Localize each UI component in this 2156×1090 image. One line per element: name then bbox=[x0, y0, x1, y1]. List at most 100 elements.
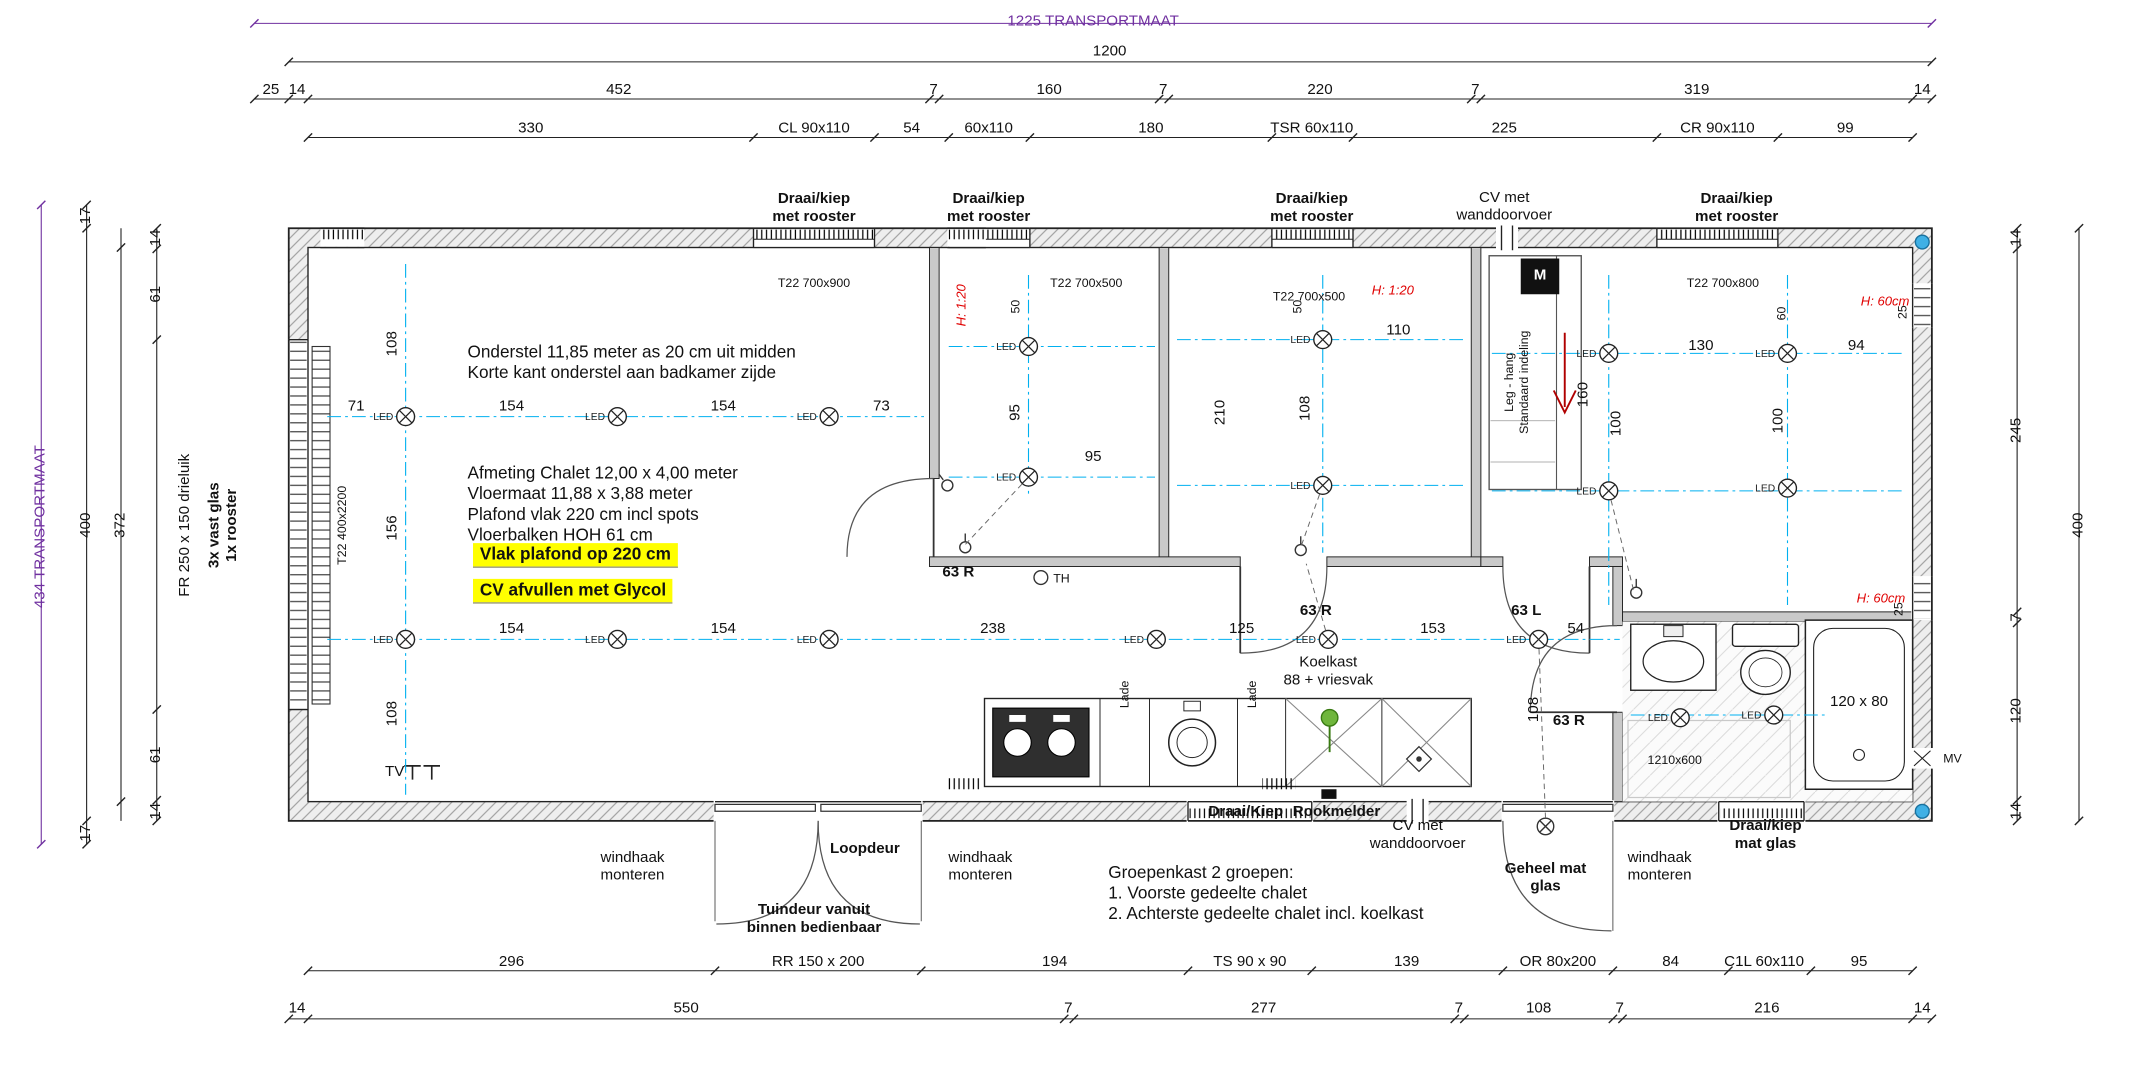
switch-icon bbox=[941, 479, 954, 492]
dimension-tick bbox=[2012, 795, 2022, 805]
led-light-icon: LED bbox=[996, 336, 1039, 357]
led-label: LED bbox=[1648, 713, 1668, 724]
right-mini-windows bbox=[1911, 283, 1934, 621]
vent-grille bbox=[947, 227, 986, 249]
rookmelder-symbol bbox=[1321, 789, 1337, 799]
dimension-tick bbox=[916, 966, 926, 976]
washbasin-icon bbox=[1630, 623, 1717, 691]
shower-tray bbox=[1627, 719, 1791, 799]
dimension-tick bbox=[116, 242, 126, 253]
led-label: LED bbox=[1576, 349, 1596, 360]
wiring-lines bbox=[964, 476, 1634, 819]
dimension-tick bbox=[1927, 57, 1937, 67]
tuindeur-double-door bbox=[713, 800, 923, 925]
dimension-tick bbox=[1164, 94, 1174, 104]
dimension-tick bbox=[284, 57, 294, 67]
dimension-tick bbox=[249, 18, 259, 28]
dimension-tick bbox=[1025, 132, 1035, 143]
led-light-icon: LED bbox=[373, 629, 416, 649]
dimension-tick bbox=[1183, 966, 1193, 976]
dimension-tick bbox=[152, 816, 162, 826]
led-light-icon: LED bbox=[373, 407, 416, 427]
fridge-icon bbox=[1285, 698, 1383, 787]
bathtub-icon bbox=[1804, 619, 1914, 791]
bottom-openings bbox=[713, 798, 1806, 932]
ceiling-lights: LED LED LED LED LED LED LED LED LED LED LED LED LED L… bbox=[373, 330, 1798, 728]
dimension-tick bbox=[1723, 966, 1733, 976]
led-light-icon: LED bbox=[1290, 475, 1333, 495]
led-label: LED bbox=[797, 635, 817, 646]
led-label: LED bbox=[1290, 481, 1310, 492]
mv-vent-symbol bbox=[1911, 748, 1934, 769]
window-tsr-60x110 bbox=[1271, 226, 1354, 249]
switch-icon bbox=[1294, 543, 1307, 557]
dimension-tick bbox=[934, 94, 944, 104]
led-label: LED bbox=[996, 342, 1016, 353]
led-label: LED bbox=[797, 412, 817, 423]
led-label: LED bbox=[1576, 486, 1596, 497]
corner-unit-icon bbox=[1381, 698, 1472, 787]
led-light-icon: LED bbox=[1124, 629, 1166, 649]
dimension-tick bbox=[1154, 94, 1164, 104]
connection-dots bbox=[1914, 234, 1930, 819]
window-cr-90x110 bbox=[1656, 226, 1779, 249]
cv-wanddoorvoer-top-symbol bbox=[1496, 225, 1518, 251]
dimension-tick bbox=[36, 839, 46, 849]
led-label: LED bbox=[585, 412, 605, 423]
dimension-tick bbox=[1450, 1014, 1460, 1024]
dimension-lines bbox=[36, 18, 2084, 1024]
dimension-tick bbox=[1466, 94, 1476, 104]
dimension-tick bbox=[2074, 816, 2084, 826]
cv-wanddoorvoer-bottom-symbol bbox=[1406, 798, 1429, 824]
connection-dot bbox=[1914, 803, 1930, 819]
led-label: LED bbox=[1755, 349, 1775, 360]
dimension-tick bbox=[924, 94, 935, 104]
dimension-tick bbox=[1348, 132, 1358, 143]
door-swings bbox=[846, 477, 1618, 714]
led-label: LED bbox=[585, 635, 605, 646]
led-light-icon: LED bbox=[1506, 629, 1549, 649]
bathroom-door-arc bbox=[1529, 625, 1618, 713]
outdoor-lamp-icon bbox=[1536, 817, 1555, 836]
top-windows bbox=[320, 225, 1779, 251]
window-c1l-60x110 bbox=[1717, 800, 1806, 823]
hall-door-arc bbox=[1502, 566, 1590, 654]
dimension-tick bbox=[1608, 1014, 1618, 1024]
led-label: LED bbox=[373, 412, 393, 423]
dimension-tick bbox=[2012, 223, 2022, 233]
bedroom2-door-arc bbox=[1240, 566, 1328, 654]
led-label: LED bbox=[996, 473, 1016, 484]
cv-run-arrow bbox=[1552, 332, 1577, 415]
led-light-icon: LED bbox=[1290, 330, 1333, 350]
wiring-line bbox=[964, 476, 1029, 545]
fridge-power-marker bbox=[1320, 708, 1339, 727]
dimension-tick bbox=[1652, 132, 1662, 143]
led-light-icon: LED bbox=[797, 407, 839, 427]
sink-icon bbox=[1167, 700, 1217, 767]
dimension-tick bbox=[1908, 94, 1918, 104]
dimension-tick bbox=[748, 132, 759, 143]
dimension-tick bbox=[2012, 816, 2022, 826]
led-light-icon: LED bbox=[585, 629, 627, 649]
dimension-tick bbox=[303, 94, 313, 104]
dimension-tick bbox=[1908, 966, 1918, 976]
wiring-line bbox=[1305, 563, 1329, 640]
dimension-tick bbox=[1773, 132, 1783, 143]
dimension-tick bbox=[82, 839, 92, 849]
dimension-tick bbox=[152, 795, 162, 805]
dimension-tick bbox=[2074, 223, 2084, 233]
wardrobe bbox=[1488, 255, 1582, 491]
dimension-tick bbox=[1267, 132, 1277, 143]
kitchen bbox=[946, 697, 1472, 799]
dimension-tick bbox=[152, 704, 162, 715]
dimension-tick bbox=[1608, 966, 1618, 976]
kick-vent bbox=[1262, 778, 1296, 790]
dimension-tick bbox=[1307, 966, 1317, 976]
bathroom bbox=[1627, 619, 1934, 799]
dimension-tick bbox=[249, 94, 259, 104]
led-light-icon: LED bbox=[797, 629, 839, 649]
led-label: LED bbox=[1506, 635, 1526, 646]
led-label: LED bbox=[1755, 484, 1775, 495]
